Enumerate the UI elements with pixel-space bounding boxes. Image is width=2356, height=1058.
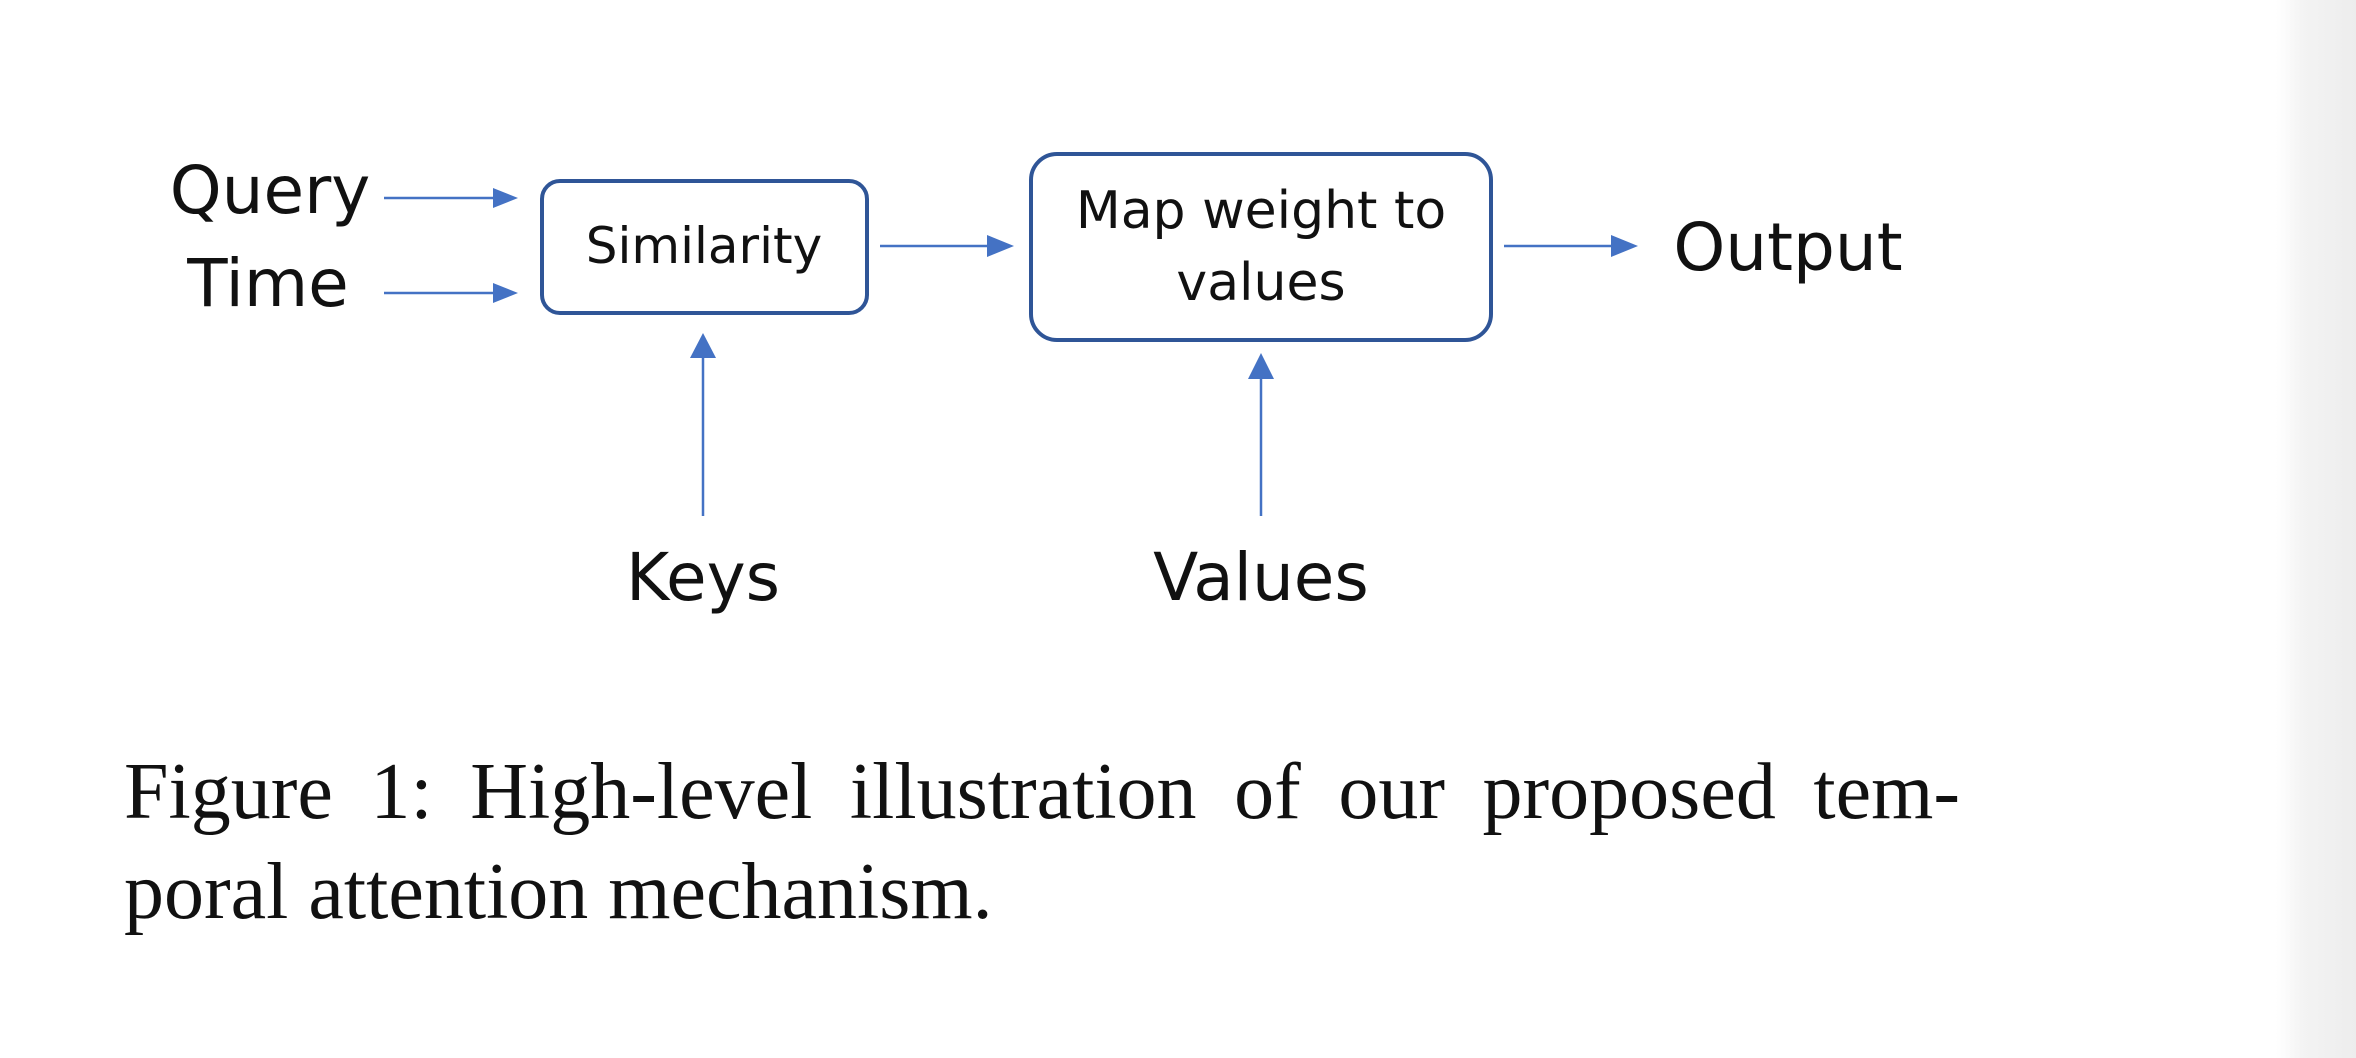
query-label: Query — [170, 152, 371, 229]
map-weight-label-line1: Map weight to — [1076, 181, 1446, 241]
similarity-label: Similarity — [586, 217, 822, 275]
figure-caption: Figure 1: High-level illustration of our… — [124, 742, 2004, 942]
map-weight-box — [1029, 152, 1493, 342]
time-label: Time — [186, 245, 349, 322]
similarity-box — [540, 179, 869, 315]
map-to-output-arrow — [1504, 235, 1638, 257]
output-label: Output — [1673, 209, 1902, 286]
keys-arrow — [690, 333, 716, 516]
page-edge-shadow — [2276, 0, 2356, 1058]
time-arrow — [384, 283, 518, 303]
query-arrow — [384, 188, 518, 208]
values-arrow — [1248, 353, 1274, 516]
attention-diagram: Query Time Similarity Map weight to valu… — [170, 152, 1903, 616]
caption-line-1: Figure 1: High-level illustration of our… — [124, 748, 1960, 836]
values-label: Values — [1153, 539, 1369, 616]
similarity-to-map-arrow — [880, 235, 1014, 257]
keys-label: Keys — [626, 539, 780, 616]
caption-line-2: poral attention mechanism. — [124, 848, 993, 936]
map-weight-label-line2: values — [1176, 253, 1345, 313]
